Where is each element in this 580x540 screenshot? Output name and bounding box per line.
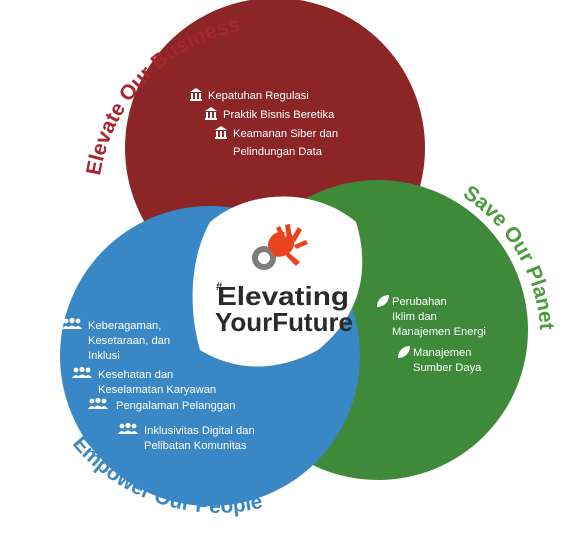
business-items: Kepatuhan Regulasi Praktik Bisnis Bereti… bbox=[190, 88, 338, 158]
people-item-4: Inklusivitas Digital dan bbox=[144, 425, 255, 437]
bank-icon bbox=[190, 88, 202, 101]
people-icon bbox=[118, 422, 138, 434]
planet-item-1-cont: Iklim dan bbox=[392, 311, 437, 323]
center-region bbox=[192, 196, 363, 367]
planet-items: Perubahan Iklim dan Manajemen Energi Man… bbox=[377, 295, 486, 374]
brand-hash: # bbox=[216, 281, 222, 293]
bank-icon bbox=[215, 126, 227, 139]
planet-item-1-cont2: Manajemen Energi bbox=[392, 326, 486, 338]
people-item-1: Keberagaman, bbox=[88, 320, 161, 332]
leaf-icon bbox=[377, 295, 389, 307]
business-item-1: Kepatuhan Regulasi bbox=[208, 90, 309, 102]
people-item-1-cont: Kesetaraan, dan bbox=[88, 335, 170, 347]
brand-line-1: Elevating bbox=[217, 281, 349, 311]
center-logo: # Elevating YourFuture bbox=[215, 224, 353, 337]
people-items: Keberagaman, Kesetaraan, dan Inklusi Kes… bbox=[62, 317, 255, 452]
people-icon bbox=[62, 317, 82, 329]
bank-icon bbox=[205, 107, 217, 120]
leaf-icon bbox=[398, 346, 410, 358]
brand-line-2: YourFuture bbox=[215, 307, 353, 337]
hand-logo-icon bbox=[252, 224, 308, 270]
planet-item-2-cont: Sumber Daya bbox=[413, 362, 482, 374]
people-item-4-cont: Pelibatan Komunitas bbox=[144, 440, 247, 452]
people-item-2: Kesehatan dan bbox=[98, 369, 173, 381]
people-item-1-cont2: Inklusi bbox=[88, 350, 120, 362]
planet-item-1: Perubahan bbox=[392, 296, 447, 308]
people-icon bbox=[88, 397, 108, 409]
business-item-3-cont: Pelindungan Data bbox=[233, 146, 323, 158]
business-item-2: Praktik Bisnis Beretika bbox=[223, 109, 335, 121]
people-item-3: Pengalaman Pelanggan bbox=[116, 400, 235, 412]
people-item-2-cont: Keselamatan Karyawan bbox=[98, 384, 216, 396]
business-item-3: Keamanan Siber dan bbox=[233, 128, 338, 140]
people-icon bbox=[72, 366, 92, 378]
planet-item-2: Manajemen bbox=[413, 347, 471, 359]
